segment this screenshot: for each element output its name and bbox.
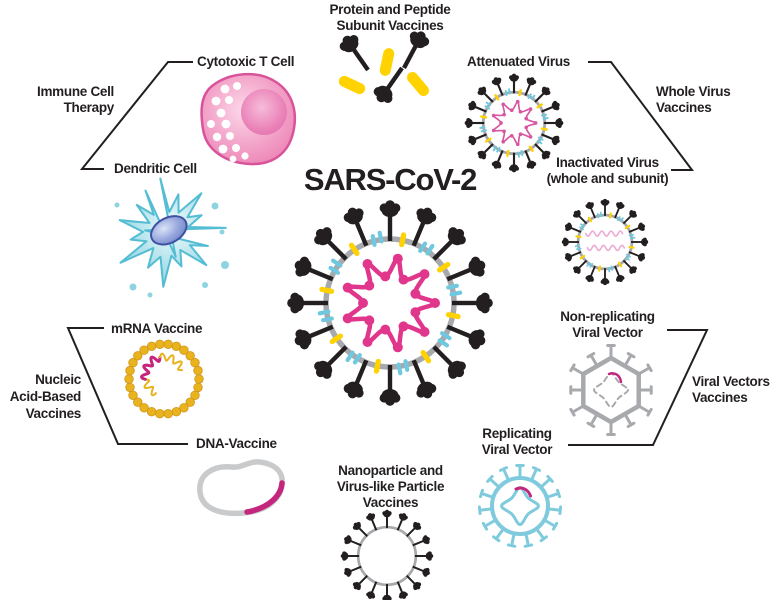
label-dendritic-cell: Dendritic Cell bbox=[114, 161, 197, 176]
label-cytotoxic-t-cell: Cytotoxic T Cell bbox=[197, 54, 295, 69]
label-dna-vaccine: DNA-Vaccine bbox=[196, 436, 277, 451]
non-replicating-vector-icon bbox=[568, 344, 654, 436]
label-whole-virus-vaccines: Whole Virus Vaccines bbox=[656, 84, 731, 115]
label-protein-subunit-vaccines: Protein and Peptide Subunit Vaccines bbox=[329, 2, 451, 33]
label-nucleic-acid-vaccines: Nucleic Acid-Based Vaccines bbox=[9, 372, 82, 421]
inactivated-virus-icon bbox=[561, 198, 649, 286]
dendritic-cell-icon bbox=[114, 177, 229, 298]
nanoparticle-vlp-icon bbox=[340, 509, 434, 600]
mrna-vaccine-icon bbox=[124, 339, 204, 419]
connector-immune-cell-therapy bbox=[79, 61, 193, 170]
label-mrna-vaccine: mRNA Vaccine bbox=[111, 321, 203, 336]
page-title: SARS-CoV-2 bbox=[303, 162, 478, 197]
label-attenuated-virus: Attenuated Virus bbox=[467, 54, 570, 69]
label-non-replicating-vector: Non-replicating Viral Vector bbox=[560, 309, 655, 340]
label-viral-vectors-vaccines: Viral Vectors Vaccines bbox=[692, 374, 770, 405]
replicating-vector-icon bbox=[477, 464, 563, 549]
label-replicating-vector: Replicating Viral Vector bbox=[481, 426, 553, 457]
dna-plasmid-icon bbox=[197, 459, 285, 517]
connector-nucleic-acid-vaccines bbox=[66, 327, 188, 445]
label-nanoparticle-vlp: Nanoparticle and Virus-like Particle Vac… bbox=[336, 463, 445, 510]
label-inactivated-virus: Inactivated Virus (whole and subunit) bbox=[546, 155, 669, 186]
cytotoxic-t-cell-icon bbox=[200, 72, 297, 166]
connector-whole-virus-vaccines bbox=[588, 61, 694, 171]
label-immune-cell-therapy: Immune Cell Therapy bbox=[37, 84, 114, 115]
protein-subunit-icon bbox=[336, 27, 433, 108]
sars-cov-2-virion-icon bbox=[287, 200, 493, 406]
attenuated-virus-icon bbox=[464, 73, 564, 173]
connector-viral-vectors-vaccines bbox=[568, 329, 709, 446]
